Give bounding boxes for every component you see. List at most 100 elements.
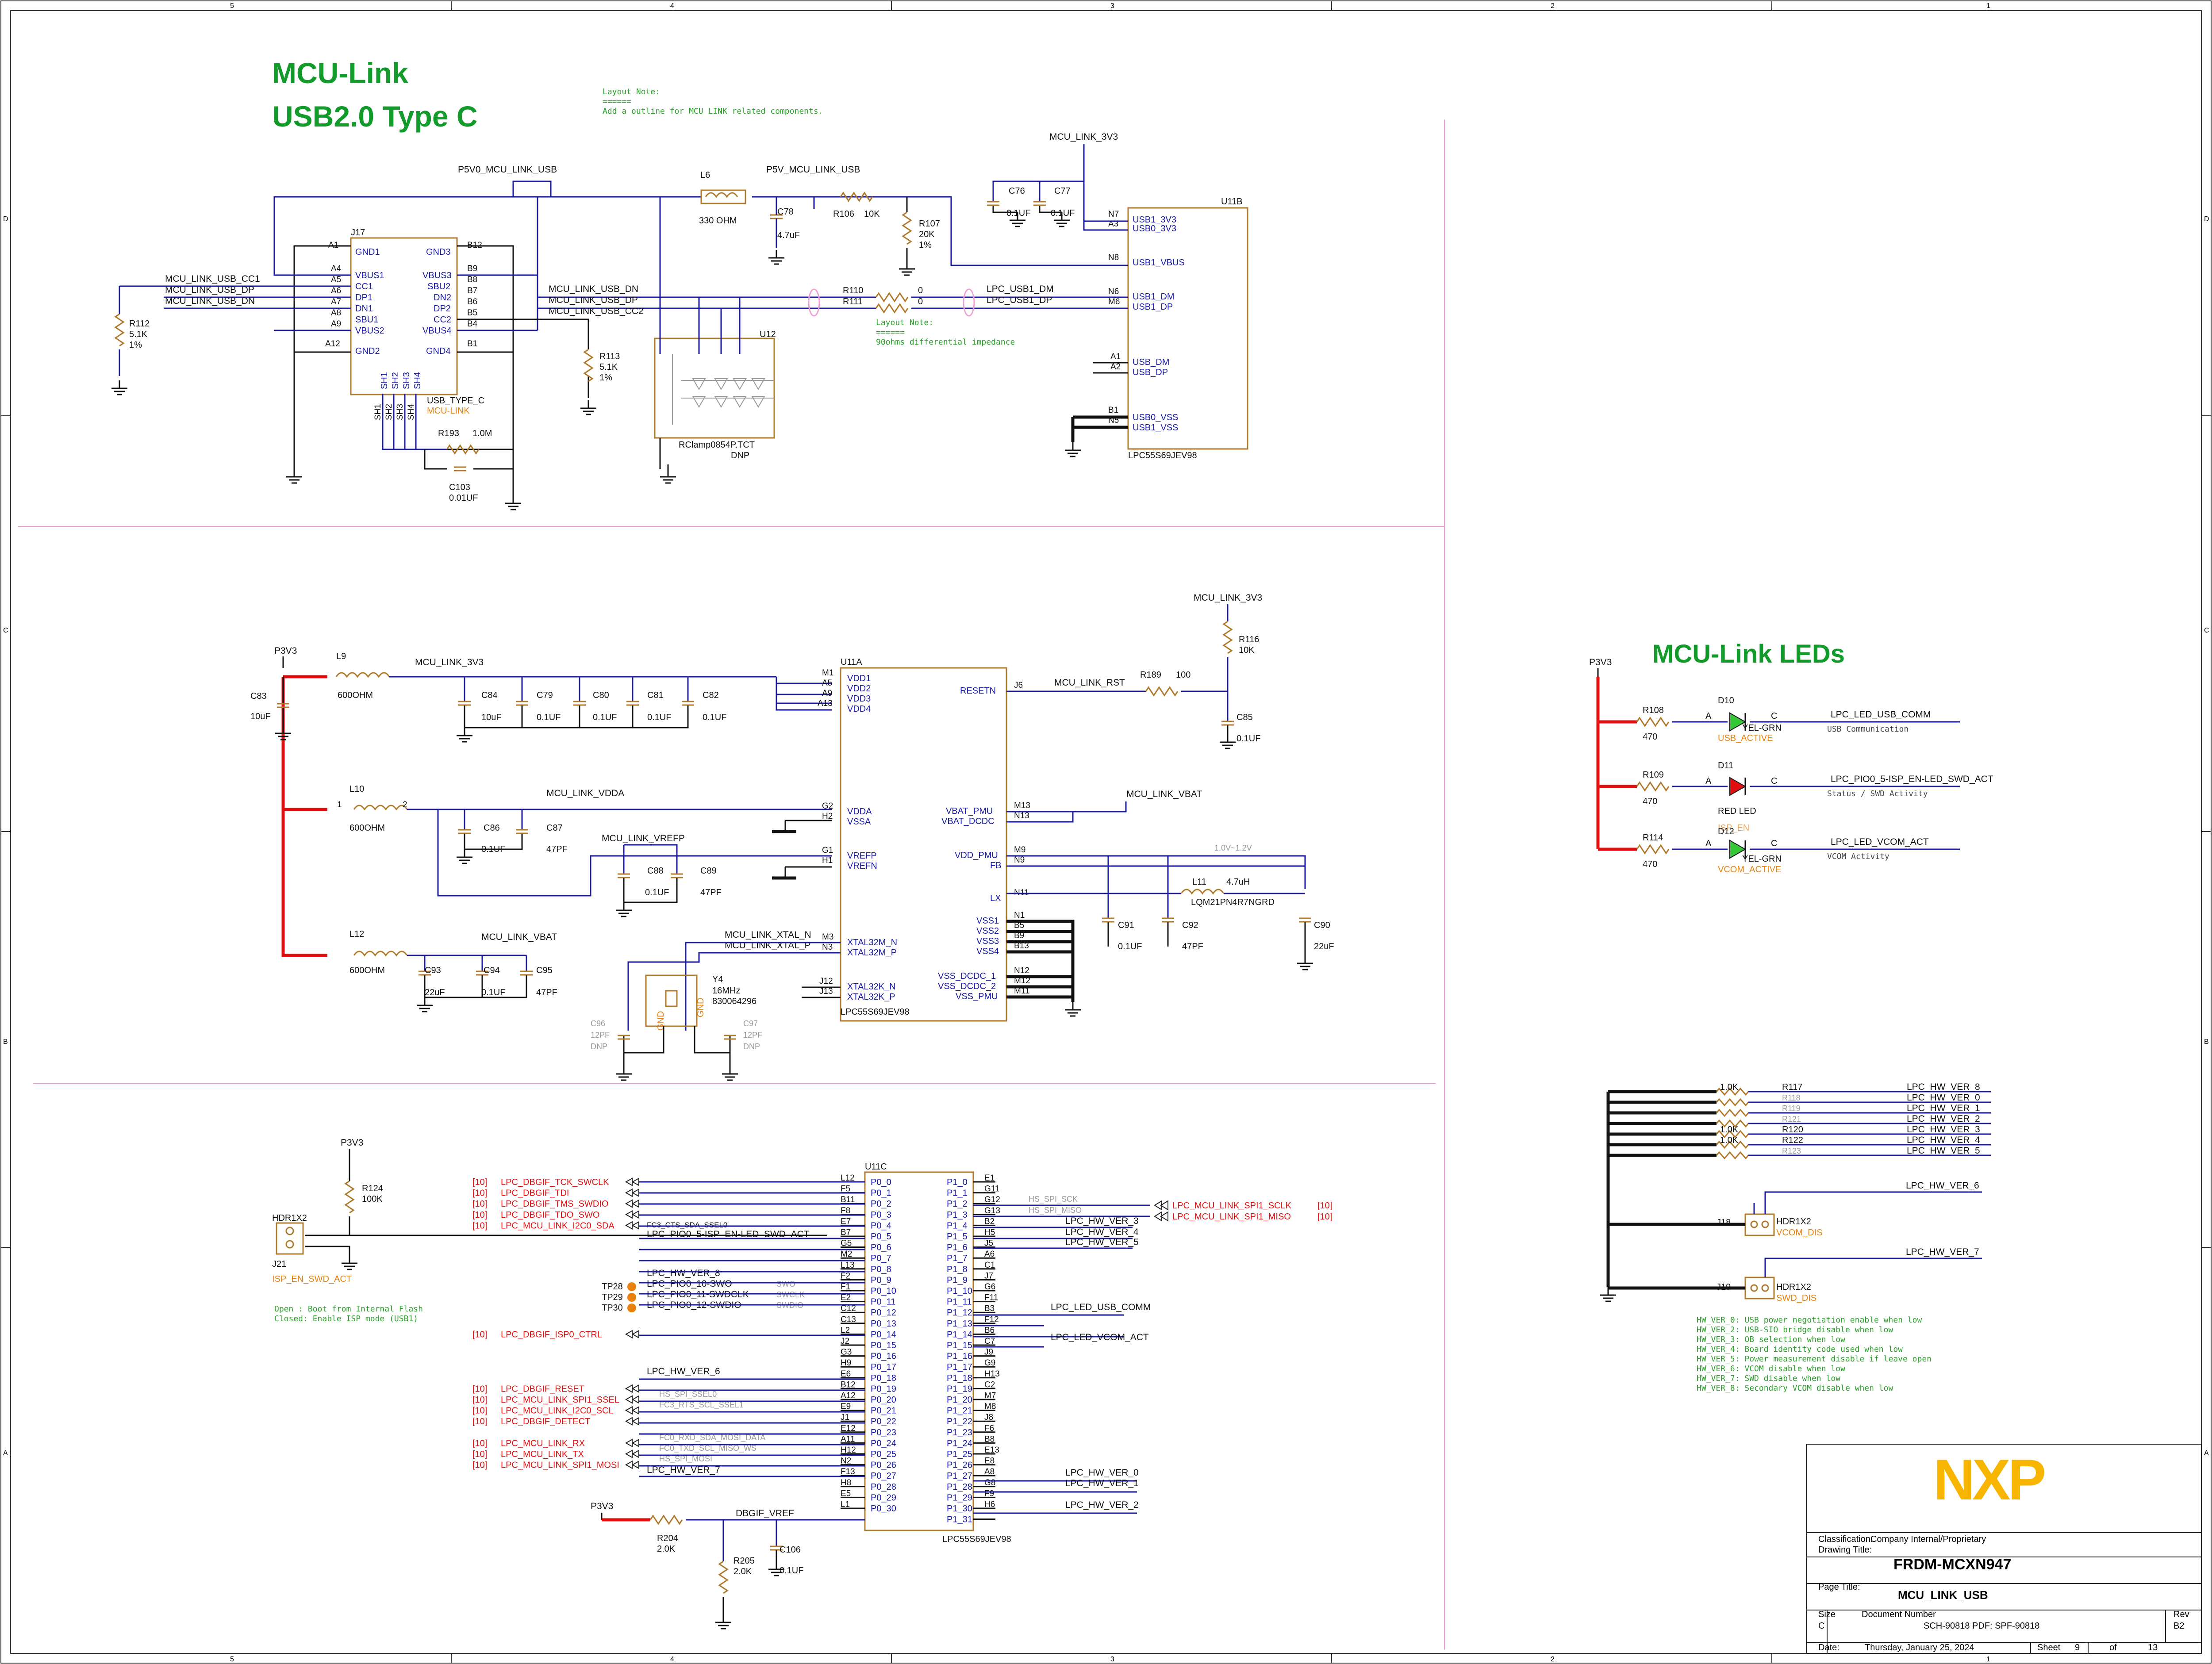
- schematic-label: CC2: [434, 315, 451, 325]
- schematic-label: 47PF: [1182, 942, 1203, 951]
- wire: [1154, 1200, 1168, 1222]
- schematic-label: R111: [843, 297, 863, 307]
- u11c-pin-num: J2: [841, 1337, 849, 1346]
- hw-ver-val: 1.0K: [1720, 1082, 1739, 1092]
- schematic-label: J13: [819, 987, 833, 996]
- schematic-label: LPC_HW_VER_6: [1906, 1181, 1979, 1191]
- schematic-label: USB_ACTIVE: [1718, 733, 1773, 743]
- schematic-label: SWCLK: [776, 1290, 805, 1299]
- wire: [784, 820, 832, 878]
- schematic-label: SH4: [413, 372, 422, 389]
- u11c-pin-name: P1_5: [947, 1232, 968, 1242]
- schematic-label: 10uF: [481, 713, 502, 722]
- schematic-label: ======: [603, 97, 631, 106]
- schematic-label: C103: [449, 483, 470, 492]
- symbol: [345, 1180, 354, 1214]
- schematic-label: R189: [1140, 670, 1161, 680]
- schematic-label: 470: [1643, 732, 1657, 742]
- net-label: MCU_LINK_XTAL_N: [725, 930, 811, 940]
- wire: [1006, 657, 1229, 721]
- schematic-label: 4.7uH: [1226, 877, 1250, 887]
- schematic-label: XTAL32M_N: [847, 938, 897, 947]
- section-title: USB2.0 Type C: [272, 100, 478, 133]
- symbol: [626, 701, 640, 706]
- net-label: MCU_LINK_USB_CC1: [165, 274, 260, 284]
- schematic-label: FC0_TXD_SCL_MISO_WS: [659, 1444, 757, 1453]
- net-label: LPC_USB1_DM: [987, 284, 1054, 294]
- schematic-label: N12: [1014, 966, 1029, 975]
- u11c-pin-num: G11: [984, 1185, 1000, 1194]
- schematic-label: HW_VER_0: USB power negotiation enable w…: [1697, 1315, 1922, 1325]
- schematic-label: J12: [819, 977, 833, 986]
- u11c-pin-name: P1_18: [947, 1373, 972, 1383]
- schematic-label: B9: [467, 264, 477, 273]
- hw-ver-val: 1.0K: [1720, 1135, 1739, 1145]
- net-label: MCU_LINK_XTAL_P: [725, 940, 811, 951]
- schematic-label: 1%: [599, 373, 612, 383]
- schematic-label: XTAL32K_N: [847, 982, 896, 992]
- wire: [1108, 296, 1128, 309]
- hw-ver-res: R117: [1782, 1082, 1802, 1092]
- schematic-label: 830064296: [712, 997, 757, 1006]
- schematic-label: HW_VER_2: USB-SIO bridge disable when lo…: [1697, 1325, 1893, 1334]
- schematic-label: 0.01UF: [449, 493, 478, 503]
- schematic-shape: [1806, 1444, 2202, 1654]
- hw-ver-net: LPC_HW_VER_0: [1907, 1093, 1980, 1103]
- schematic-label: VSSA: [847, 817, 871, 827]
- wire: [639, 1181, 865, 1435]
- wire: [305, 1216, 827, 1255]
- schematic-label: C90: [1314, 920, 1330, 930]
- schematic-label: N1: [1014, 911, 1025, 920]
- symbol: [572, 701, 587, 706]
- schematic-shape: LPC_HW_VER_8R1171.0KLPC_HW_VER_0R118LPC_…: [1608, 1082, 1991, 1160]
- schematic-label: N6: [1108, 287, 1119, 296]
- schematic-label: G2: [822, 801, 833, 811]
- schematic-label: ISP_EN: [1718, 823, 1749, 833]
- symbol: [670, 873, 684, 878]
- u11c-pin-num: F5: [841, 1185, 850, 1194]
- schematic-label: Y4: [712, 974, 723, 984]
- schematic-label: A8: [331, 308, 341, 318]
- schematic-label: M13: [1014, 801, 1030, 810]
- frame-row: D: [3, 215, 8, 223]
- wire: [639, 1238, 865, 1477]
- wire: [335, 672, 390, 678]
- schematic-label: R109: [1643, 770, 1664, 780]
- u11c-pin-num: J8: [984, 1413, 993, 1422]
- u11c-pin-name: P0_19: [871, 1384, 896, 1394]
- schematic-label: LPC_LED_VCOM_ACT: [1051, 1332, 1149, 1342]
- bidir-port: [625, 1460, 639, 1469]
- signal-name: LPC_DBGIF_ISP0_CTRL: [501, 1330, 602, 1339]
- schematic-label: SH1: [373, 404, 383, 420]
- schematic-label: B8: [467, 275, 477, 284]
- signal-name: LPC_MCU_LINK_TX: [501, 1449, 584, 1459]
- u11c-pin-name: P1_15: [947, 1341, 972, 1350]
- schematic-label: M3: [822, 932, 833, 942]
- schematic-label: DP1: [355, 293, 373, 303]
- u11c-pin-name: P0_23: [871, 1428, 896, 1438]
- schematic-label: HW_VER_3: OB selection when low: [1697, 1335, 1845, 1344]
- bidir-port: [625, 1406, 639, 1415]
- signal-name: LPC_DBGIF_RESET: [501, 1384, 584, 1394]
- bidir-port: [625, 1199, 639, 1208]
- symbol: [515, 829, 529, 834]
- schematic-label: 0.1UF: [537, 713, 561, 722]
- wire: [389, 676, 832, 711]
- wire: [512, 180, 552, 197]
- symbol: [504, 495, 522, 510]
- schematic-label: LPC_LED_USB_COMM: [1831, 709, 1931, 720]
- schematic-label: SBU1: [355, 315, 378, 325]
- wire: [382, 394, 447, 450]
- schematic-label: Layout Note:: [603, 87, 660, 96]
- symbol: [714, 1614, 732, 1629]
- symbol: [681, 701, 695, 706]
- schematic-label: VDDA: [847, 807, 872, 817]
- schematic-label: VREFP: [847, 851, 877, 861]
- schematic-label: P3V3: [591, 1501, 613, 1511]
- u11c-pin-name: P0_3: [871, 1210, 891, 1220]
- net-label: MCU_LINK_3V3: [415, 657, 484, 667]
- schematic-label: SH4: [407, 404, 416, 420]
- schematic-label: R205: [733, 1556, 755, 1566]
- schematic-label: VCOM_DIS: [1776, 1228, 1822, 1238]
- schematic-label: SBU2: [427, 282, 450, 291]
